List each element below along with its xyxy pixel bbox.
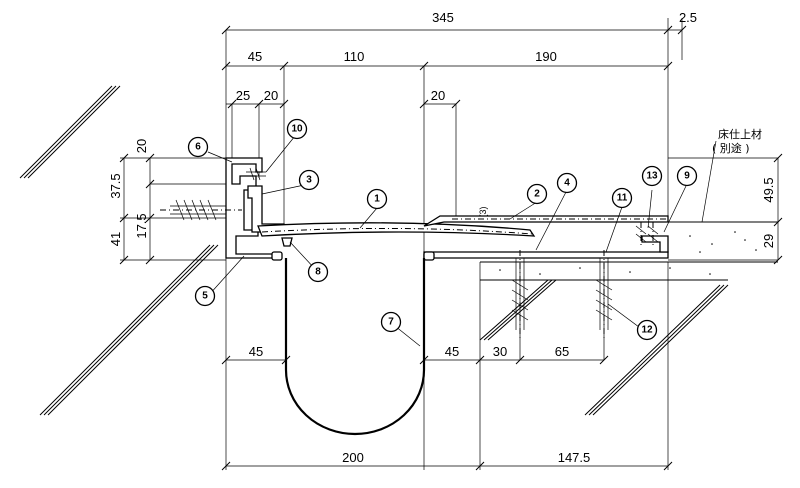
dim-right-29: 29 [761,234,776,248]
leader-lines [207,135,687,347]
svg-text:8: 8 [315,267,321,278]
callout-9: 9 [676,165,698,187]
callout-12: 12 [636,319,658,341]
dim-left-41: 41 [108,232,123,246]
callout-5: 5 [194,285,216,307]
right-anchors [511,222,659,338]
dim-right-49-5: 49.5 [761,177,776,202]
floor-finish-leader [701,140,717,223]
callout-2: 2 [526,183,548,205]
floor-finish-separate-note: ( 別途 ) [712,141,750,155]
dim-bottom-200: 200 [342,450,364,465]
svg-text:7: 7 [388,317,394,328]
svg-text:12: 12 [641,325,653,336]
dim-bottom-30: 30 [493,344,507,359]
svg-text:2: 2 [534,189,540,200]
dim-left-20: 20 [134,139,149,153]
callout-3: 3 [298,169,320,191]
svg-text:11: 11 [617,193,628,204]
screw-10 [246,167,266,181]
dim-20-left: 20 [264,88,278,103]
left-wall-hatch [19,85,219,416]
callout-13: 13 [641,165,663,187]
extension-lines [120,18,778,470]
callout-6: 6 [187,136,209,158]
dim-left-37-5: 37.5 [108,173,123,198]
top-dimensions [221,25,687,109]
svg-text:5: 5 [202,291,208,302]
gaskets [271,237,435,261]
svg-text:3: 3 [306,175,312,186]
dim-45: 45 [248,49,262,64]
right-base [423,235,669,259]
dim-left-17-5: 17.5 [134,213,149,238]
left-frame [225,157,285,259]
dim-20-right: 20 [431,88,445,103]
dim-bottom-45-right: 45 [445,344,459,359]
callout-4: 4 [556,172,578,194]
dim-small-3: (3) [478,206,488,217]
callout-7: 7 [380,311,402,333]
top-plate [423,215,669,227]
svg-text:9: 9 [684,171,690,182]
dim-190: 190 [535,49,557,64]
callout-8: 8 [307,261,329,283]
dim-top-extra: 2.5 [679,10,697,25]
svg-text:6: 6 [195,142,201,153]
callout-1: 1 [366,188,388,210]
dim-bottom-45-left: 45 [249,344,263,359]
bellows [284,258,426,436]
callout-11: 11 [611,187,633,209]
svg-text:10: 10 [291,124,303,135]
floor-finish-note: 床仕上材 [718,127,762,141]
callout-10: 10 [286,118,308,140]
dim-bottom-65: 65 [555,344,569,359]
svg-text:4: 4 [564,178,570,189]
dim-110: 110 [344,49,365,64]
bottom-dimensions [221,262,673,471]
svg-text:1: 1 [374,194,380,205]
right-slab-hatch [479,279,729,416]
cover-plate [257,222,536,237]
dim-25: 25 [236,88,250,103]
left-anchor [160,199,242,221]
svg-text:13: 13 [646,171,658,182]
dim-bottom-147-5: 147.5 [558,450,591,465]
dim-top-total: 345 [432,10,454,25]
left-dimensions [119,153,155,265]
